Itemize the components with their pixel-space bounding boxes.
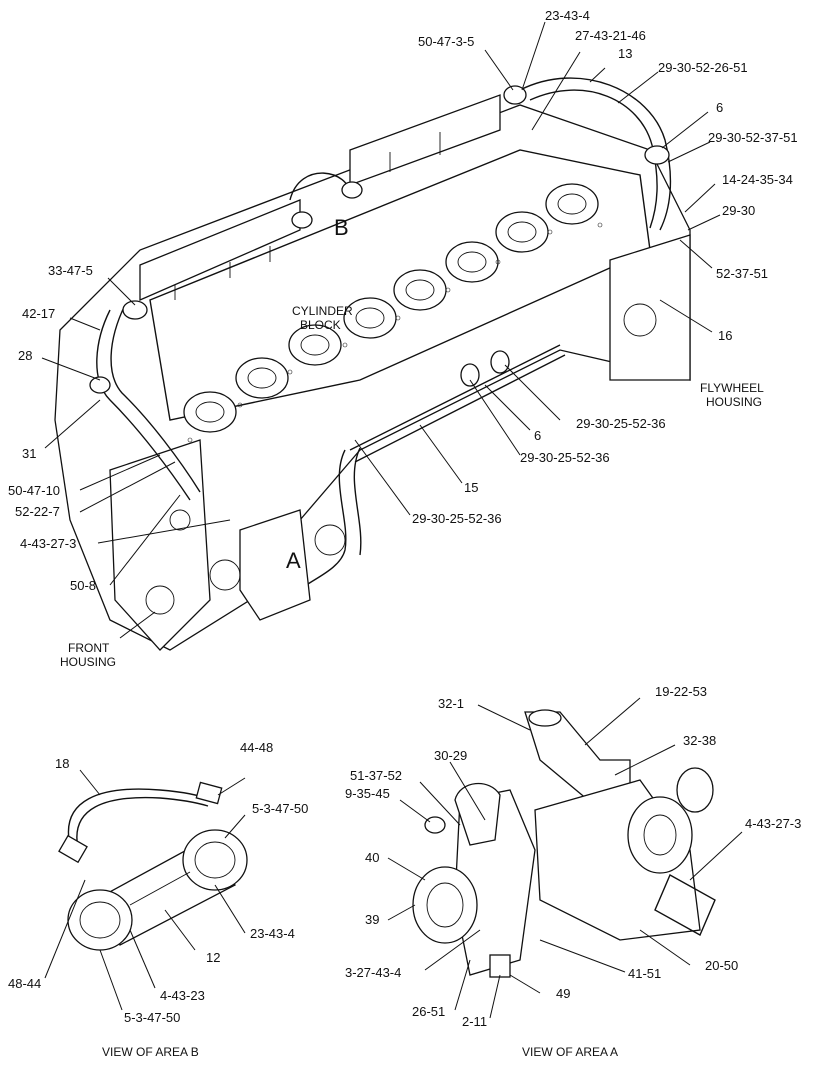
callout: 4-43-27-3 xyxy=(20,536,76,551)
callout: 16 xyxy=(718,328,732,343)
callout: 12 xyxy=(206,950,220,965)
view-a-drawing xyxy=(412,709,716,978)
front-housing-line1: FRONT xyxy=(68,641,110,655)
callout: 9-35-45 xyxy=(345,786,390,801)
callout: 29-30 xyxy=(722,203,755,218)
flywheel-housing-label: FLYWHEEL HOUSING xyxy=(700,381,767,409)
callout: 48-44 xyxy=(8,976,41,991)
callout: 41-51 xyxy=(628,966,661,981)
callout: 39 xyxy=(365,912,379,927)
callout: 33-47-5 xyxy=(48,263,93,278)
callout: 50-47-10 xyxy=(8,483,60,498)
flywheel-housing-line2: HOUSING xyxy=(706,395,762,409)
callout: 29-30-25-52-36 xyxy=(576,416,666,431)
front-housing-label: FRONT HOUSING xyxy=(60,641,116,669)
cylinder-block-line1: CYLINDER xyxy=(292,304,353,318)
engine-block-drawing: B A xyxy=(54,77,691,651)
callout: 42-17 xyxy=(22,306,55,321)
callout: 52-22-7 xyxy=(15,504,60,519)
callout: 26-51 xyxy=(412,1004,445,1019)
view-a-caption: VIEW OF AREA A xyxy=(522,1045,618,1059)
view-a-callouts: 32-1 19-22-53 32-38 30-29 51-37-52 9-35-… xyxy=(345,684,801,1059)
callout: 40 xyxy=(365,850,379,865)
callout: 27-43-21-46 xyxy=(575,28,646,43)
area-a-marker: A xyxy=(286,548,301,573)
callout: 29-30-52-26-51 xyxy=(658,60,748,75)
callout: 50-8 xyxy=(70,578,96,593)
callout: 15 xyxy=(464,480,478,495)
callout: 13 xyxy=(618,46,632,61)
callout: 32-38 xyxy=(683,733,716,748)
callout: 50-47-3-5 xyxy=(418,34,474,49)
callout: 23-43-4 xyxy=(250,926,295,941)
main-region-labels: CYLINDER BLOCK FLYWHEEL HOUSING FRONT HO… xyxy=(60,304,767,669)
callout: 31 xyxy=(22,446,36,461)
callout: 29-30-25-52-36 xyxy=(520,450,610,465)
callout: 52-37-51 xyxy=(716,266,768,281)
callout: 5-3-47-50 xyxy=(252,801,308,816)
callout: 20-50 xyxy=(705,958,738,973)
callout: 18 xyxy=(55,756,69,771)
callout: 28 xyxy=(18,348,32,363)
view-b-callouts: 18 44-48 5-3-47-50 23-43-4 12 4-43-23 5-… xyxy=(8,740,308,1059)
cylinder-bores xyxy=(183,183,599,433)
callout: 6 xyxy=(534,428,541,443)
callout: 14-24-35-34 xyxy=(722,172,793,187)
area-b-marker: B xyxy=(334,215,349,240)
callout: 29-30-25-52-36 xyxy=(412,511,502,526)
cylinder-block-line2: BLOCK xyxy=(300,318,341,332)
view-b-caption: VIEW OF AREA B xyxy=(102,1045,199,1059)
callout: 5-3-47-50 xyxy=(124,1010,180,1025)
leader-lines xyxy=(41,21,743,1019)
callout: 6 xyxy=(716,100,723,115)
callout: 51-37-52 xyxy=(350,768,402,783)
callout: 23-43-4 xyxy=(545,8,590,23)
callout: 49 xyxy=(556,986,570,1001)
callout: 44-48 xyxy=(240,740,273,755)
callout: 30-29 xyxy=(434,748,467,763)
callout: 4-43-27-3 xyxy=(745,816,801,831)
callout: 2-11 xyxy=(462,1014,487,1029)
callout: 19-22-53 xyxy=(655,684,707,699)
callout: 4-43-23 xyxy=(160,988,205,1003)
view-b-drawing xyxy=(58,781,248,951)
callout: 32-1 xyxy=(438,696,464,711)
cylinder-block-label: CYLINDER BLOCK xyxy=(292,304,356,332)
callout: 3-27-43-4 xyxy=(345,965,401,980)
flywheel-housing-line1: FLYWHEEL xyxy=(700,381,764,395)
callout: 29-30-52-37-51 xyxy=(708,130,798,145)
main-callouts: 23-43-4 50-47-3-5 27-43-21-46 13 29-30-5… xyxy=(8,8,798,593)
front-housing-line2: HOUSING xyxy=(60,655,116,669)
